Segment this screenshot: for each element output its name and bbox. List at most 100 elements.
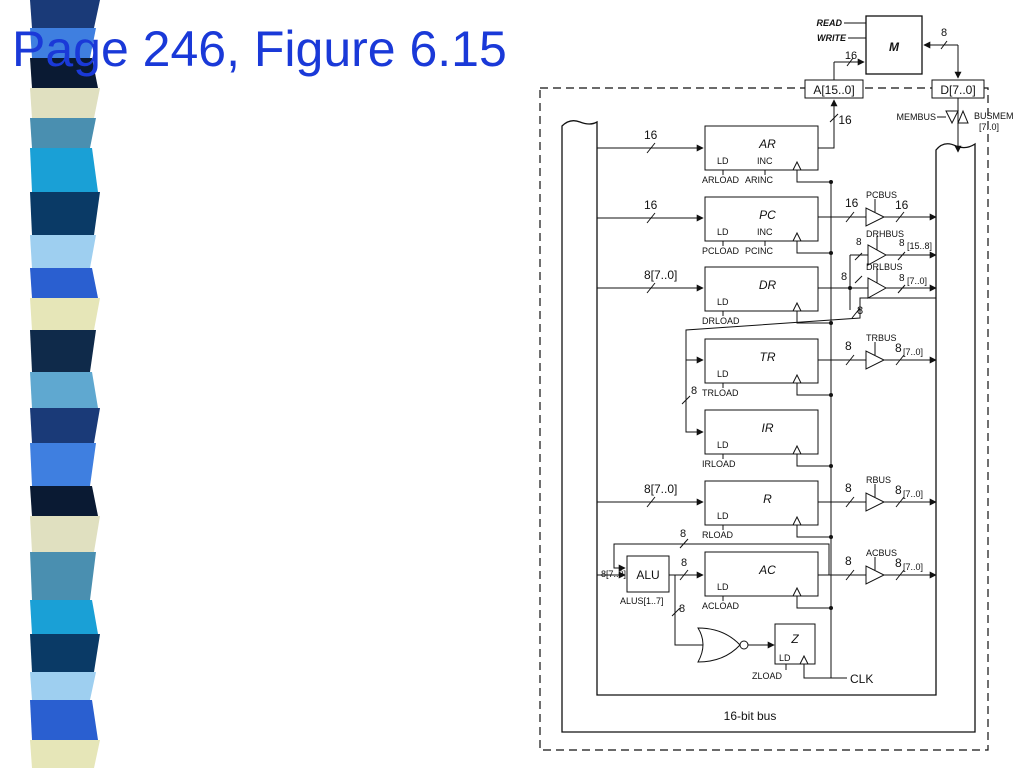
stripe-band [30, 192, 100, 235]
tr-bus-buffer [865, 350, 886, 370]
ac-out-slash [845, 569, 855, 581]
ac-load-signal: ACLOAD [702, 601, 740, 611]
dr-to-bus-width: 8 [857, 305, 863, 317]
ac-ld-label: LD [717, 582, 729, 592]
ir-ld-label: LD [717, 440, 729, 450]
busmem-bits: [7..0] [979, 122, 999, 132]
stripe-band [30, 330, 96, 372]
ir-register-label: IR [762, 421, 774, 435]
pc-bus-label: PCBUS [866, 190, 897, 200]
dr-input-slash [646, 282, 656, 294]
dr-clk-line [796, 311, 831, 324]
r-bus-buffer [865, 492, 886, 512]
a-mem-width: 16 [845, 50, 857, 62]
stripe-band [30, 408, 100, 443]
stripe-band [30, 0, 100, 28]
mem-data-width: 8 [941, 27, 947, 39]
ac-register-label: AC [758, 563, 776, 577]
pc-out-width: 16 [845, 196, 859, 210]
pc-bus-width: 16 [895, 198, 909, 212]
tr-clk-line [796, 383, 831, 396]
drl-bus-label: DRLBUS [866, 262, 903, 272]
stripe-band [30, 634, 100, 672]
ac-bus-label: ACBUS [866, 548, 897, 558]
pc-inc-signal: PCINC [745, 246, 774, 256]
read-signal: READ [816, 18, 842, 28]
stripe-band [30, 118, 96, 148]
drh-slash [897, 251, 906, 261]
ar-clk-line [796, 170, 831, 183]
ar-load-signal: ARLOAD [702, 175, 740, 185]
stripe-band [30, 516, 100, 552]
ar-inc-label: INC [757, 156, 773, 166]
clk-label: CLK [850, 672, 873, 686]
tr-bus-label: TRBUS [866, 333, 897, 343]
r-input-slash [646, 496, 656, 508]
ac-bus-width: 8 [895, 556, 902, 570]
alu-ac-slash [679, 569, 689, 581]
ir-load-signal: IRLOAD [702, 459, 736, 469]
ac-bus-buffer [865, 565, 886, 585]
pc-register-box [704, 196, 819, 242]
stripe-band [30, 28, 96, 58]
ar-input-slash [646, 142, 656, 154]
r-register-box [704, 480, 819, 526]
r-bus-bits: [7..0] [903, 489, 923, 499]
r-clk-line [796, 525, 831, 538]
stripe-band [30, 672, 96, 700]
pc-load-signal: PCLOAD [702, 246, 740, 256]
alu-to-nor [674, 575, 703, 646]
dr-ld-label: LD [717, 297, 729, 307]
drh-bus-label: DRHBUS [866, 229, 904, 239]
alu-box [626, 555, 670, 593]
z-clk-tri [799, 654, 809, 665]
tr-out-slash [845, 354, 855, 366]
nor-slash [671, 607, 681, 617]
drl-slash [897, 284, 906, 294]
ac-bus-slash [895, 569, 905, 581]
stripe-band [30, 443, 96, 486]
tr-register-label: TR [760, 350, 776, 364]
stripe-band [30, 740, 100, 768]
stripe-band [30, 58, 98, 88]
r-ld-label: LD [717, 511, 729, 521]
dr-clk-tri [792, 301, 802, 312]
stripe-band [30, 298, 100, 330]
stripe-band [30, 268, 98, 298]
r-bus-label: RBUS [866, 475, 891, 485]
bus-outline [561, 120, 976, 733]
drl-width: 8 [899, 273, 905, 284]
pc-input-slash [646, 212, 656, 224]
ar-input-width: 16 [644, 128, 658, 142]
pc-inc-label: INC [757, 227, 773, 237]
r-load-signal: RLOAD [702, 530, 734, 540]
address-register-label: A[15..0] [813, 83, 854, 97]
pc-out-slash [845, 211, 855, 223]
cpu-boundary [539, 87, 989, 751]
ac-clk-line [796, 596, 831, 609]
tr-clk-tri [792, 373, 802, 384]
bus-label: 16-bit bus [724, 709, 777, 723]
ar-register-box [704, 125, 819, 171]
r-clk-tri [792, 515, 802, 526]
ac-feedback [613, 543, 830, 575]
ar-ld-label: LD [717, 156, 729, 166]
pc-input-width: 16 [644, 198, 658, 212]
dr-bus-wiring [685, 252, 936, 360]
ar-inc-signal: ARINC [745, 175, 774, 185]
nor-gate [697, 627, 741, 663]
alu-in-label: 8[7..0] [601, 569, 626, 579]
stripe-band [30, 552, 96, 600]
a-mem-slash [846, 57, 854, 67]
pc-clk-line [796, 241, 831, 254]
alu-ctrl-label: ALUS[1..7] [620, 596, 664, 606]
membus-label: MEMBUS [896, 112, 936, 122]
memory-label: M [889, 40, 900, 54]
drh-bits: [15..8] [907, 241, 932, 251]
busmem-label: BUSMEM [974, 111, 1014, 121]
r-input-width: 8[7..0] [644, 482, 677, 496]
pc-register-label: PC [759, 208, 776, 222]
ac-feedback-slash [679, 538, 689, 549]
memory-block: M READ WRITE [816, 15, 923, 75]
tr-bus-slash [895, 354, 905, 366]
